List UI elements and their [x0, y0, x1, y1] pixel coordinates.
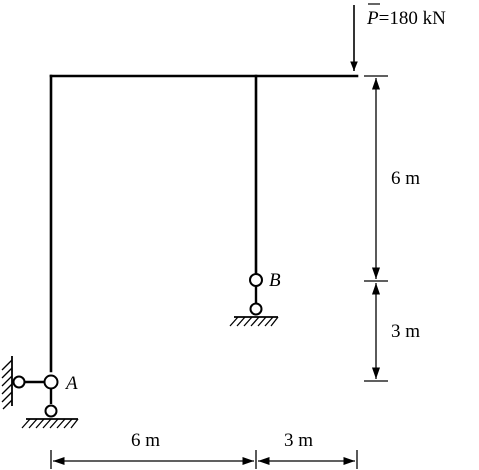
vertical-dim-lower-label: 3 m	[391, 321, 420, 342]
horizontal-dim-left-label: 6 m	[131, 430, 160, 451]
frame-members	[49, 74, 359, 373]
horizontal-dim-right-label: 3 m	[284, 430, 313, 451]
vertical-dimension: 6 m 3 m	[364, 75, 420, 382]
hinge-a	[43, 374, 59, 390]
load-label: P=180 kN	[366, 8, 446, 29]
load-value: =180 kN	[379, 8, 446, 29]
vertical-dim-upper-label: 6 m	[391, 168, 420, 189]
load-p: P=180 kN	[350, 3, 446, 71]
support-a: A	[1, 356, 79, 429]
support-b-ground-hatch	[229, 316, 279, 327]
support-b: B	[229, 270, 281, 327]
support-a-wall-pin	[12, 375, 26, 389]
support-a-ground-hatch	[21, 418, 79, 429]
support-b-ground-pin	[249, 302, 263, 316]
horizontal-dimension: 6 m 3 m	[50, 430, 358, 469]
hinge-b	[249, 273, 263, 287]
support-b-label: B	[269, 270, 281, 291]
support-a-wall-hatch	[1, 359, 13, 410]
support-a-label: A	[64, 373, 78, 394]
support-a-ground-pin	[44, 404, 58, 418]
load-symbol: P	[366, 8, 379, 29]
